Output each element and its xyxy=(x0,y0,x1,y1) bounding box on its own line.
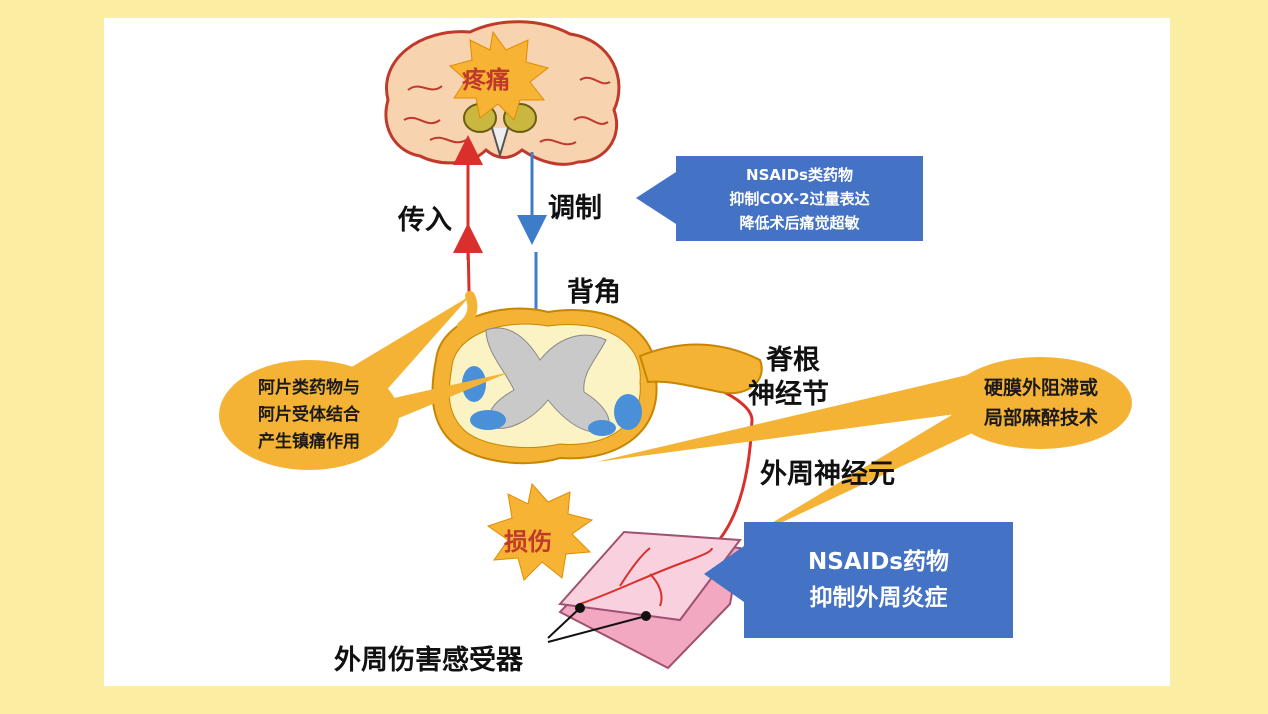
opioid-line-2: 阿片受体结合 xyxy=(258,404,360,425)
nsaids-bottom-arrow xyxy=(704,546,744,602)
pain-burst-label: 疼痛 xyxy=(462,66,510,94)
opioid-bubble: 阿片类药物与 阿片受体结合 产生镇痛作用 xyxy=(229,370,389,460)
nsaids-top-arrow xyxy=(636,172,676,224)
nsaids-top-box xyxy=(676,156,923,241)
skin-patch xyxy=(558,530,742,670)
drg-label-line2: 神经节 xyxy=(748,379,829,410)
modulation-label: 调制 xyxy=(548,193,602,224)
afferent-label: 传入 xyxy=(398,205,452,236)
epidural-line-2: 局部麻醉技术 xyxy=(983,407,1098,429)
opioid-line-1: 阿片类药物与 xyxy=(258,377,360,398)
nociceptor-pointer-1 xyxy=(547,607,581,639)
drg-label-line1: 脊根 xyxy=(766,345,820,376)
nsaids-bottom-line-1: NSAIDs药物 xyxy=(808,549,949,575)
opioid-bubble-shape xyxy=(219,360,399,470)
nsaids-bottom-box xyxy=(744,522,1013,638)
epidural-bubble-tail xyxy=(596,372,986,462)
epidural-bubble-shape xyxy=(948,357,1132,449)
nociceptor-dot-1 xyxy=(575,603,585,613)
epidural-bubble-tail-2 xyxy=(740,392,1000,542)
nsaids-bottom-line-2: 抑制外周炎症 xyxy=(809,585,948,611)
nsaids-bottom-callout: NSAIDs药物 抑制外周炎症 xyxy=(744,522,1013,638)
nociceptor-dot-2 xyxy=(641,611,651,621)
epidural-bubble: 硬膜外阻滞或 局部麻醉技术 xyxy=(960,370,1122,436)
nociceptor-pointer-2 xyxy=(547,615,647,643)
opioid-line-3: 产生镇痛作用 xyxy=(258,431,360,452)
peripheral-neuron-label: 外周神经元 xyxy=(760,459,895,490)
nsaids-top-line-2: 抑制COX-2过量表达 xyxy=(729,189,870,208)
pain-burst xyxy=(448,30,550,121)
epidural-line-1: 硬膜外阻滞或 xyxy=(983,377,1098,399)
nsaids-top-line-1: NSAIDs类药物 xyxy=(746,165,853,184)
injury-burst-label: 损伤 xyxy=(504,528,552,556)
dorsal-horn-label: 背角 xyxy=(567,277,621,308)
nociceptor-label: 外周伤害感受器 xyxy=(334,645,523,676)
injury-burst xyxy=(486,482,594,581)
nsaids-top-line-3: 降低术后痛觉超敏 xyxy=(739,213,860,232)
spinal-cord xyxy=(431,291,763,465)
nsaids-top-callout: NSAIDs类药物 抑制COX-2过量表达 降低术后痛觉超敏 xyxy=(676,156,923,241)
